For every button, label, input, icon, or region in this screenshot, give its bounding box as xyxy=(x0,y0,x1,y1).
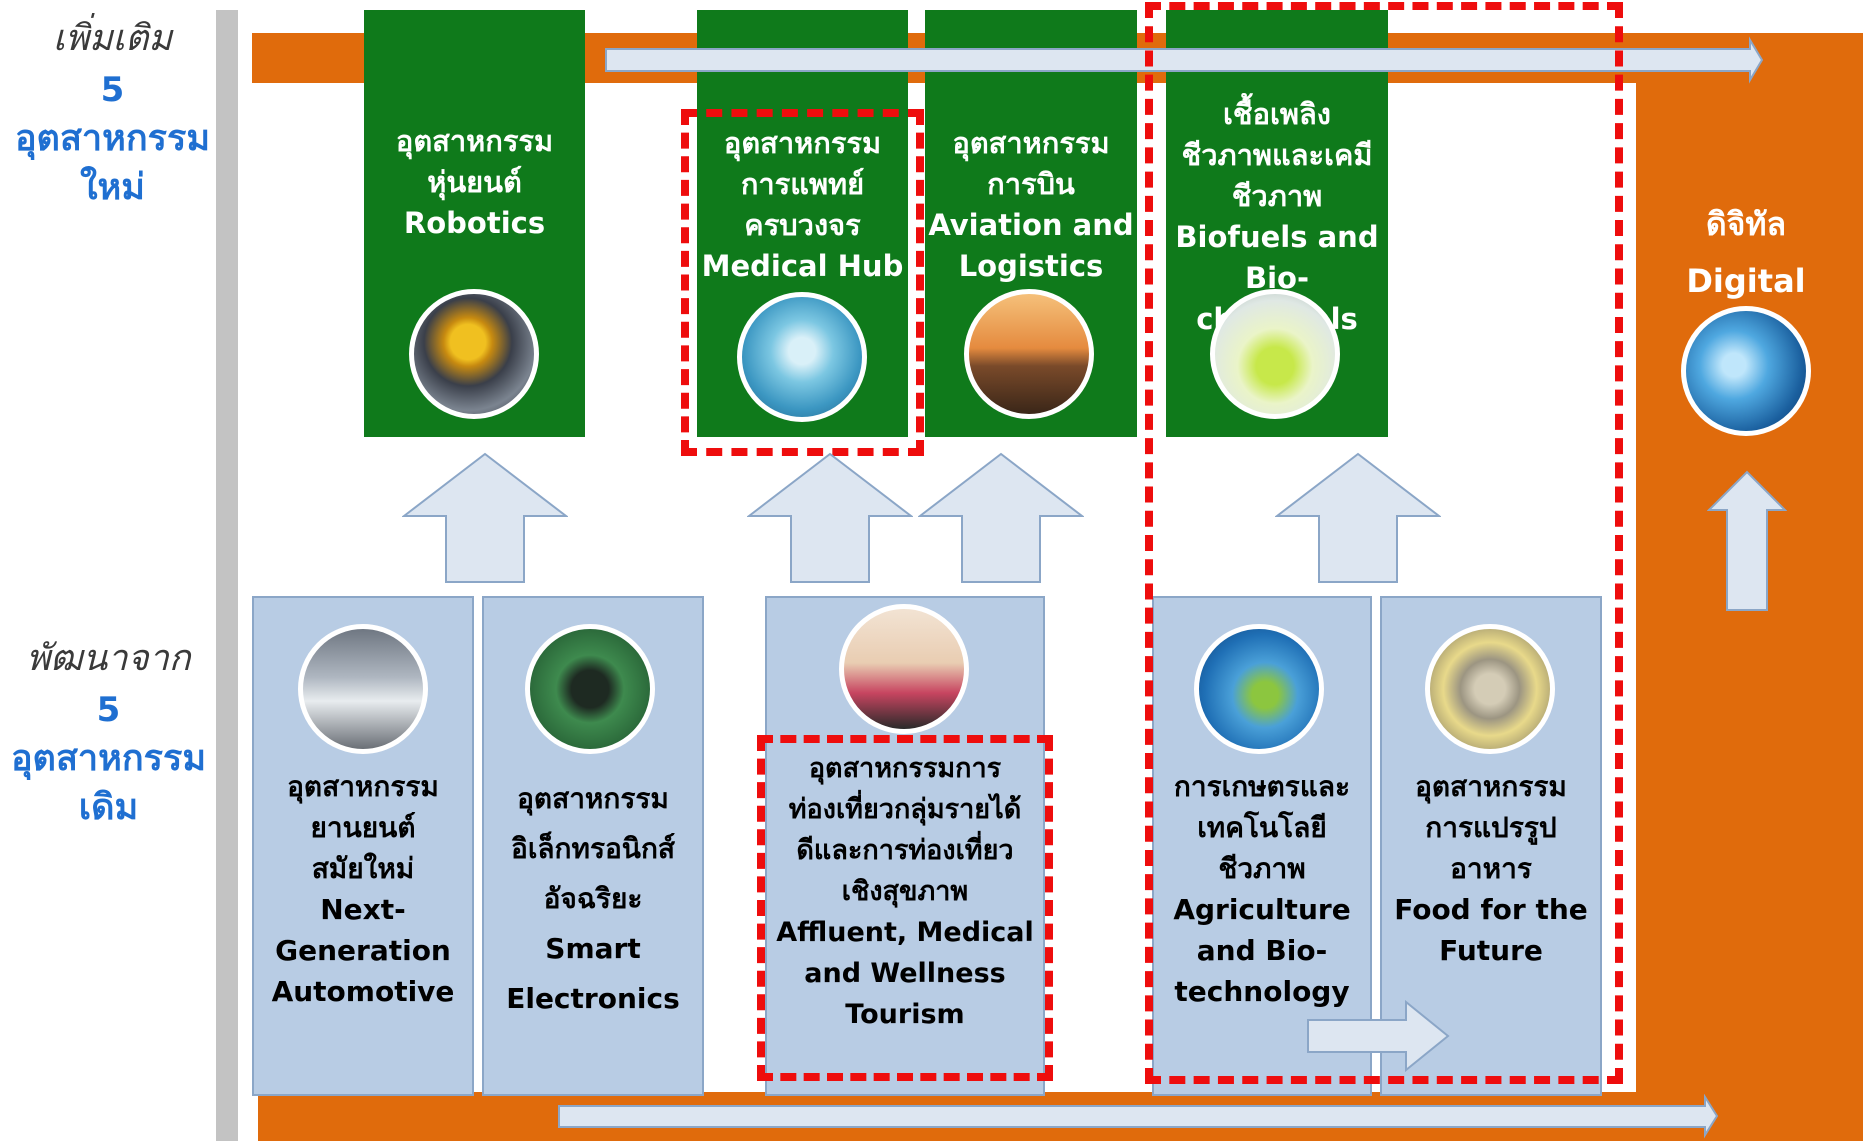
electronics-line4: Smart xyxy=(545,932,641,965)
top-progress-arrow xyxy=(605,36,1764,84)
new-lead: เพิ่มเติม xyxy=(52,18,173,59)
touchscreen-photo xyxy=(1681,306,1811,436)
food-line5: Future xyxy=(1439,934,1543,967)
automotive-line5: Generation xyxy=(275,934,451,967)
aviation-line4: Logistics xyxy=(958,249,1104,283)
airplane-photo xyxy=(964,289,1094,419)
tourism-line2: ท่องเที่ยวกลุ่มรายได้ xyxy=(788,794,1022,825)
medical-hub-highlight xyxy=(681,109,924,456)
up-arrow-robotics xyxy=(402,452,568,583)
medical-line4: Medical Hub xyxy=(701,249,904,283)
agriculture-line3: ชีวภาพ xyxy=(1218,852,1306,885)
car-factory-photo xyxy=(298,624,428,754)
tourism-line7: Tourism xyxy=(845,999,965,1030)
up-arrow-aviation xyxy=(918,452,1084,583)
agriculture-line5: and Bio- xyxy=(1196,934,1328,967)
electronics-line2: อิเล็กทรอนิกส์ xyxy=(511,832,675,865)
plant-test-tube-photo xyxy=(1194,624,1324,754)
automotive-line2: ยานยนต์ xyxy=(310,811,416,844)
biofuels-line1: เชื้อเพลิง xyxy=(1223,97,1331,131)
robotics-line2: หุ่นยนต์ xyxy=(427,165,522,199)
electronics-line5: Electronics xyxy=(506,982,680,1015)
tourism-line5: Affluent, Medical xyxy=(776,917,1034,948)
food-line1: อุตสาหกรรม xyxy=(1415,770,1567,803)
digital-line1: ดิจิทัล xyxy=(1705,205,1787,243)
agriculture-line4: Agriculture xyxy=(1173,893,1351,926)
lab-flasks-photo xyxy=(1210,289,1340,419)
up-arrow-digital xyxy=(1707,470,1787,611)
food-line4: Food for the xyxy=(1394,893,1588,926)
automotive-line1: อุตสาหกรรม xyxy=(287,770,439,803)
electronics-line3: อัจฉริยะ xyxy=(543,882,643,915)
tourism-line1: อุตสาหกรรมการ xyxy=(808,753,1002,784)
existing-count: 5 xyxy=(96,690,121,730)
existing-line1: อุตสาหกรรม xyxy=(10,737,207,779)
new-line1: อุตสาหกรรม xyxy=(14,117,211,159)
tourism-line4: เชิงสุขภาพ xyxy=(841,876,969,907)
existing-line2: เดิม xyxy=(78,786,139,828)
digital-line2: Digital xyxy=(1686,262,1806,300)
divider-bar xyxy=(216,10,238,1141)
biofuels-line4: Biofuels and xyxy=(1175,220,1379,254)
robotics-line1: อุตสาหกรรม xyxy=(395,124,554,158)
aviation-line3: Aviation and xyxy=(928,208,1134,242)
food-line3: อาหาร xyxy=(1450,852,1532,885)
bio-economy-highlight xyxy=(1145,2,1623,1084)
aviation-line1: อุตสาหกรรม xyxy=(952,126,1110,160)
new-industry-robotics: อุตสาหกรรม หุ่นยนต์ Robotics xyxy=(364,10,585,437)
existing-industry-tourism: อุตสาหกรรมการ ท่องเที่ยวกลุ่มรายได้ ดีแล… xyxy=(765,596,1045,1096)
aviation-line2: การบิน xyxy=(987,167,1075,201)
spa-massage-photo xyxy=(839,604,969,734)
robotic-arms-photo xyxy=(409,289,539,419)
existing-industries-label: พัฒนาจาก 5 อุตสาหกรรม เดิม xyxy=(0,636,221,830)
agriculture-line1: การเกษตรและ xyxy=(1173,770,1351,803)
canned-food-photo xyxy=(1425,624,1555,754)
existing-lead: พัฒนาจาก xyxy=(26,638,191,679)
new-industries-label: เพิ่มเติม 5 อุตสาหกรรม ใหม่ xyxy=(0,16,225,210)
new-line2: ใหม่ xyxy=(79,166,146,208)
digital-title: ดิจิทัล Digital xyxy=(1648,196,1844,310)
up-arrow-biofuels xyxy=(1275,452,1441,583)
electronics-line1: อุตสาหกรรม xyxy=(517,782,669,815)
small-right-arrow xyxy=(1307,1000,1450,1072)
circuit-board-photo xyxy=(525,624,655,754)
tourism-highlight xyxy=(757,735,1053,1081)
up-arrow-medical xyxy=(747,452,913,583)
agriculture-line6: technology xyxy=(1174,975,1350,1008)
agriculture-line2: เทคโนโลยี xyxy=(1197,811,1327,844)
food-line2: การแปรรูป xyxy=(1425,811,1557,844)
medical-line1: อุตสาหกรรม xyxy=(723,126,882,160)
automotive-line6: Automotive xyxy=(271,975,455,1008)
new-count: 5 xyxy=(100,70,125,110)
tourism-line6: and Wellness xyxy=(804,958,1006,989)
automotive-line4: Next- xyxy=(320,893,406,926)
biofuels-line2: ชีวภาพและเคมี xyxy=(1181,138,1373,172)
biofuels-line3: ชีวภาพ xyxy=(1231,179,1323,213)
automotive-line3: สมัยใหม่ xyxy=(311,852,415,885)
medical-line2: การแพทย์ xyxy=(740,167,865,201)
surgeons-photo xyxy=(737,292,867,422)
robotics-line3: Robotics xyxy=(403,206,546,240)
tourism-line3: ดีและการท่องเที่ยว xyxy=(796,835,1014,866)
bottom-progress-arrow xyxy=(558,1094,1719,1139)
medical-line3: ครบวงจร xyxy=(744,208,861,242)
